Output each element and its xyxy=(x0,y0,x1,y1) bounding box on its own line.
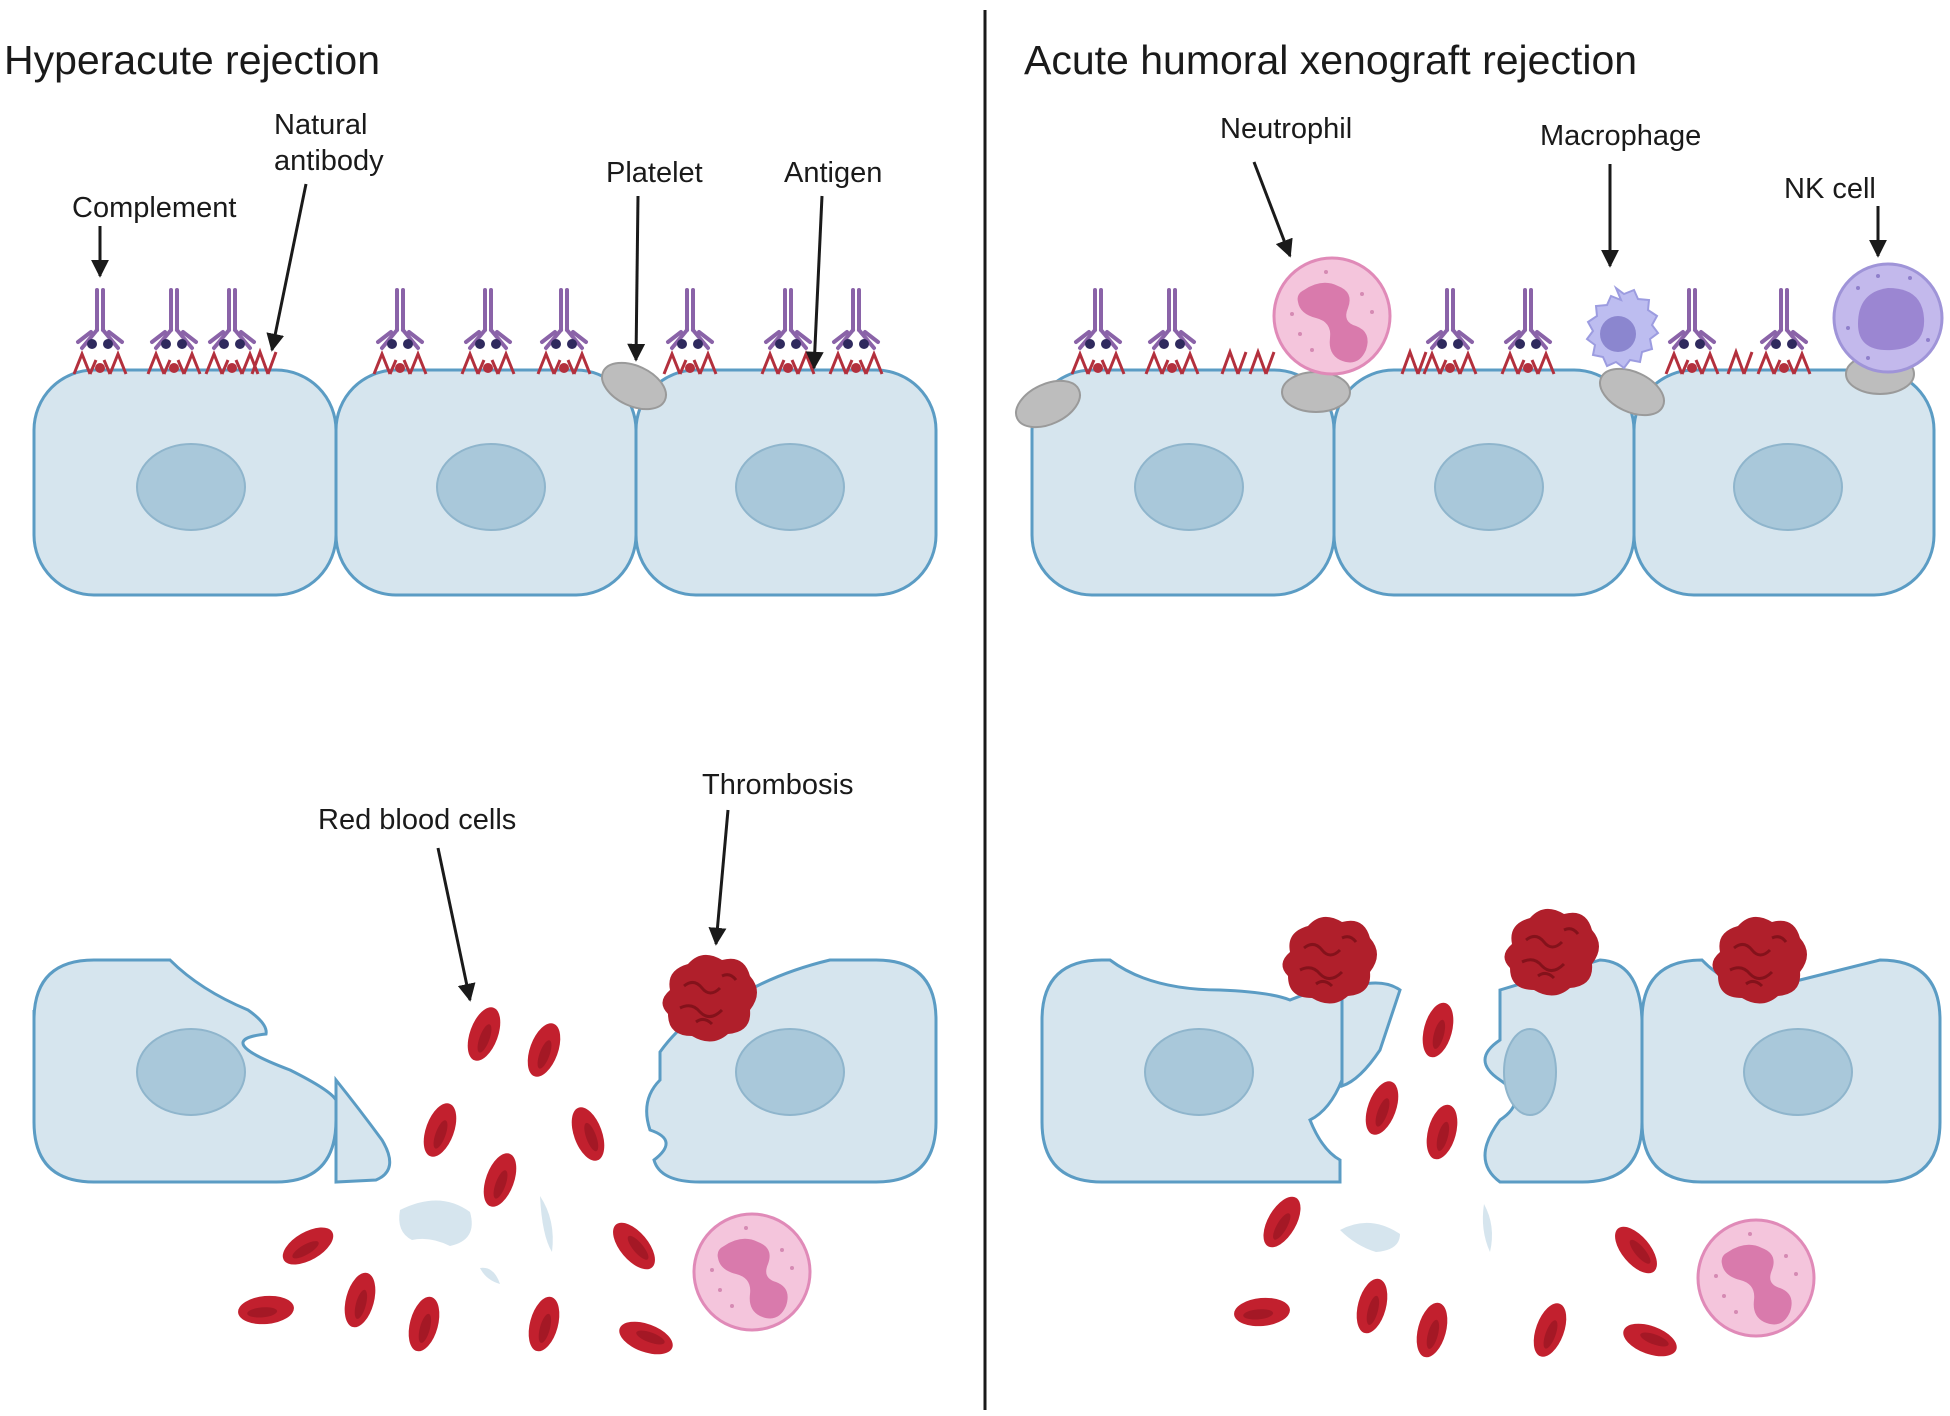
macrophage xyxy=(1586,287,1659,369)
label-macrophage: Macrophage xyxy=(1540,120,1701,152)
cell-fragment xyxy=(480,1267,500,1284)
red-blood-cell xyxy=(1411,1299,1453,1361)
red-blood-cell xyxy=(565,1102,611,1166)
antibody xyxy=(204,288,260,376)
red-blood-cell xyxy=(1527,1298,1573,1362)
red-blood-cell xyxy=(1255,1190,1309,1254)
label-red-blood-cells: Red blood cells xyxy=(318,804,516,836)
antibody-cluster-left xyxy=(72,288,884,376)
antibody xyxy=(828,288,884,376)
red-blood-cell xyxy=(1618,1317,1682,1363)
red-blood-cell xyxy=(461,1002,507,1066)
damaged-endothelium-left xyxy=(32,958,938,1284)
nucleus xyxy=(1733,443,1843,531)
nucleus xyxy=(1134,443,1244,531)
antibody xyxy=(662,288,718,376)
nucleus xyxy=(735,443,845,531)
antibody xyxy=(1664,288,1720,376)
antibody xyxy=(1756,288,1812,376)
antibody xyxy=(146,288,202,376)
nucleus xyxy=(436,443,546,531)
left-panel: Hyperacute rejection Complement xyxy=(4,37,938,1361)
red-blood-cell xyxy=(339,1269,381,1331)
neutrophil xyxy=(1696,1218,1816,1338)
platelet xyxy=(1281,371,1351,413)
red-blood-cell xyxy=(403,1293,445,1355)
thrombi-right xyxy=(1280,907,1809,1006)
antibody xyxy=(1070,288,1126,376)
antibody xyxy=(72,288,128,376)
thrombus xyxy=(660,953,759,1044)
red-blood-cell xyxy=(1421,1101,1463,1163)
label-complement: Complement xyxy=(72,192,236,224)
antibody xyxy=(1422,288,1478,376)
antibody xyxy=(536,288,592,376)
arrow-antigen xyxy=(805,195,824,370)
left-panel-title: Hyperacute rejection xyxy=(4,37,380,83)
red-blood-cell xyxy=(276,1219,340,1273)
nucleus xyxy=(1503,1028,1557,1116)
label-nk-cell: NK cell xyxy=(1784,173,1876,205)
nuclei-top-right xyxy=(1134,443,1843,531)
arrow-thrombosis xyxy=(708,809,730,946)
antibody xyxy=(760,288,816,376)
cell-fragment xyxy=(1340,1222,1400,1252)
cell-fragment xyxy=(1482,1204,1492,1252)
cell-fragment xyxy=(399,1200,472,1246)
arrow-platelet xyxy=(627,195,646,362)
arrow-red-blood-cells xyxy=(436,847,476,1002)
label-platelet: Platelet xyxy=(606,157,703,189)
thrombus xyxy=(1710,915,1809,1006)
arrow-neutrophil xyxy=(1252,161,1293,258)
red-blood-cell xyxy=(417,1098,463,1162)
thrombus xyxy=(1502,907,1601,998)
label-thrombosis: Thrombosis xyxy=(702,769,854,801)
red-blood-cell xyxy=(1351,1275,1393,1337)
label-antigen: Antigen xyxy=(784,157,882,189)
antibody xyxy=(1500,288,1556,376)
nucleus xyxy=(1434,443,1544,531)
nucleus xyxy=(136,1028,246,1116)
red-blood-cell xyxy=(477,1148,523,1212)
red-blood-cell xyxy=(521,1018,567,1082)
nucleus xyxy=(136,443,246,531)
nk-cell xyxy=(1832,262,1944,374)
nuclei-top-left xyxy=(136,443,845,531)
antibody-cluster-right xyxy=(1070,288,1812,376)
neutrophil xyxy=(692,1212,812,1332)
neutrophil xyxy=(1272,256,1392,376)
red-blood-cell xyxy=(1607,1219,1665,1281)
red-blood-cell xyxy=(1232,1295,1292,1329)
right-panel-title: Acute humoral xenograft rejection xyxy=(1024,37,1637,83)
nucleus xyxy=(1144,1028,1254,1116)
label-natural-antibody-line1: Natural xyxy=(274,109,368,141)
red-blood-cell xyxy=(1417,999,1459,1061)
right-panel: Acute humoral xenograft rejection xyxy=(1007,37,1944,1363)
cell-fragment xyxy=(540,1196,553,1252)
damaged-endothelium-right xyxy=(1040,958,1942,1252)
red-blood-cell xyxy=(236,1293,296,1327)
label-natural-antibody-line2: antibody xyxy=(274,145,384,177)
red-blood-cell xyxy=(614,1315,678,1361)
nucleus xyxy=(1743,1028,1853,1116)
antibody xyxy=(372,288,428,376)
thrombus xyxy=(1280,915,1379,1006)
nucleus xyxy=(735,1028,845,1116)
label-neutrophil: Neutrophil xyxy=(1220,113,1352,145)
red-blood-cell xyxy=(1359,1076,1405,1140)
arrow-natural-antibody xyxy=(266,183,308,352)
red-blood-cells-left xyxy=(236,1002,678,1361)
red-blood-cell xyxy=(605,1215,663,1277)
antibody xyxy=(1144,288,1200,376)
antibody xyxy=(460,288,516,376)
red-blood-cell xyxy=(523,1293,565,1355)
